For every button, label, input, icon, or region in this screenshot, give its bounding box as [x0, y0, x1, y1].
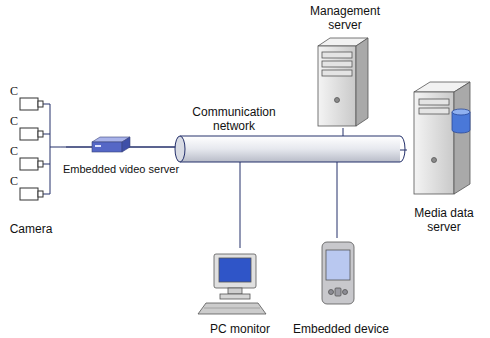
embedded-device-icon [322, 242, 354, 304]
camera-icons [20, 98, 43, 200]
management-server: Management server [300, 4, 390, 128]
network-link [240, 162, 241, 248]
network-link [337, 162, 338, 238]
network-link [343, 128, 344, 136]
node-label: Management server [303, 4, 387, 32]
embedded-device: Embedded device [286, 238, 396, 336]
camera-letter: C [10, 114, 18, 128]
node-label: Media data server [409, 206, 479, 234]
node-label: Embedded video server [63, 162, 179, 176]
network-link [400, 150, 407, 151]
camera-group: Camera [4, 86, 58, 236]
video-server-icon [66, 137, 176, 152]
video-server: Embedded video server [61, 134, 181, 176]
camera-wiring [43, 104, 58, 194]
media-server: Media data server [407, 76, 481, 234]
media-server-icon [414, 82, 470, 194]
pc-monitor: PC monitor [195, 248, 285, 336]
camera-letter: C [10, 144, 18, 158]
network-pipe: Communication network [180, 136, 400, 162]
network-pipe [175, 136, 405, 162]
camera-letter: C [10, 84, 18, 98]
camera-letter: C [10, 174, 18, 188]
management-server-icon [318, 38, 368, 126]
node-label: PC monitor [210, 322, 270, 336]
network-link [58, 147, 61, 148]
node-label: Camera [10, 222, 53, 236]
node-label: Communication network [188, 105, 280, 133]
node-label: Embedded device [293, 322, 389, 336]
pc-monitor-icon [198, 254, 266, 314]
